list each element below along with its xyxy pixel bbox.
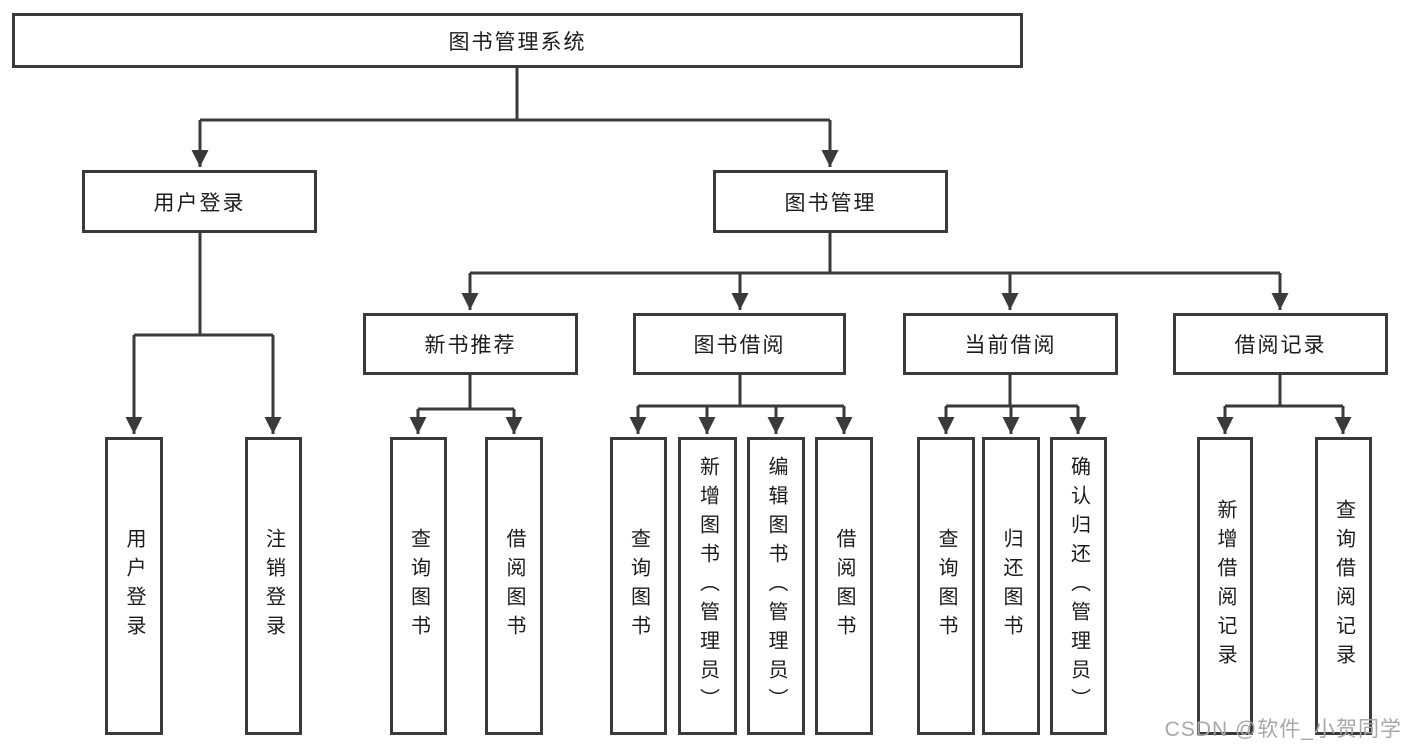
node-label: 查询图书 bbox=[935, 528, 957, 644]
node-borrow-books-recommend: 借阅图书 bbox=[485, 437, 543, 735]
node-label: 新书推荐 bbox=[424, 334, 517, 357]
connector-borrow-records-to-leaves bbox=[1216, 375, 1352, 434]
connector-user-login-to-leaves bbox=[125, 233, 282, 434]
node-add-borrow-record: 新增借阅记录 bbox=[1197, 437, 1253, 735]
csdn-watermark: CSDN @软件_小贺同学 bbox=[1164, 718, 1402, 741]
node-borrow-records: 借阅记录 bbox=[1173, 313, 1388, 375]
node-edit-book-admin: 编辑图书（管理员） bbox=[747, 437, 805, 735]
node-book-management: 图书管理 bbox=[713, 170, 948, 233]
node-return-book: 归还图书 bbox=[982, 437, 1040, 735]
node-add-book-admin: 新增图书（管理员） bbox=[678, 437, 737, 735]
connector-current-borrow-to-leaves bbox=[937, 375, 1087, 434]
node-label: 查询借阅记录 bbox=[1332, 499, 1355, 673]
node-label: 当前借阅 bbox=[964, 334, 1057, 357]
node-library-management-system: 图书管理系统 bbox=[12, 13, 1023, 68]
node-label: 借阅图书 bbox=[833, 528, 855, 644]
node-query-books-borrow: 查询图书 bbox=[610, 437, 667, 735]
node-label: 查询图书 bbox=[407, 528, 430, 644]
node-label: 用户登录 bbox=[123, 528, 145, 644]
node-borrow-books-leaf: 借阅图书 bbox=[815, 437, 873, 735]
node-label: 新增借阅记录 bbox=[1214, 499, 1236, 673]
node-query-books-recommend: 查询图书 bbox=[390, 437, 447, 735]
node-label: 图书管理系统 bbox=[448, 30, 587, 54]
node-label: 用户登录 bbox=[153, 191, 246, 215]
node-logout-login: 注销登录 bbox=[245, 437, 302, 735]
connector-book-borrow-to-leaves bbox=[629, 375, 853, 434]
node-label: 新增图书（管理员） bbox=[696, 455, 719, 717]
connector-book-management-to-level3 bbox=[461, 233, 1289, 310]
node-user-login-leaf: 用户登录 bbox=[105, 437, 163, 735]
node-label: 借阅图书 bbox=[503, 528, 525, 644]
node-label: 编辑图书（管理员） bbox=[765, 455, 787, 717]
node-book-borrow: 图书借阅 bbox=[633, 313, 846, 375]
node-label: 借阅记录 bbox=[1234, 334, 1327, 357]
node-confirm-return-admin: 确认归还（管理员） bbox=[1050, 437, 1107, 735]
node-label: 查询图书 bbox=[627, 528, 650, 644]
node-user-login: 用户登录 bbox=[82, 170, 317, 233]
node-query-books-current: 查询图书 bbox=[917, 437, 975, 735]
node-label: 归还图书 bbox=[1000, 528, 1022, 644]
node-label: 确认归还（管理员） bbox=[1067, 455, 1090, 717]
node-label: 图书借阅 bbox=[693, 334, 786, 357]
connector-root-to-level2 bbox=[191, 68, 839, 167]
node-current-borrow: 当前借阅 bbox=[903, 313, 1118, 375]
node-new-book-recommend: 新书推荐 bbox=[363, 313, 578, 375]
node-label: 图书管理 bbox=[784, 191, 877, 215]
connector-new-book-recommend-to-leaves bbox=[409, 375, 523, 434]
node-query-borrow-record: 查询借阅记录 bbox=[1315, 437, 1372, 735]
node-label: 注销登录 bbox=[262, 528, 285, 644]
